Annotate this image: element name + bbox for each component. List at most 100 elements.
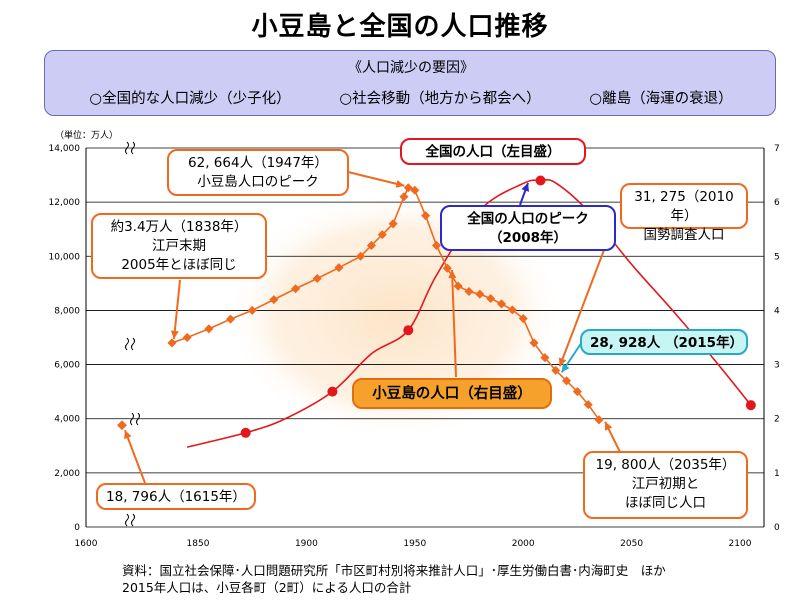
connector-1615 <box>124 429 146 484</box>
break-stroke <box>130 412 134 426</box>
annotation-line: 国勢調査人口 <box>643 227 725 243</box>
point-national <box>535 175 546 186</box>
x-tick-label: 2000 <box>512 539 535 549</box>
axis-break-mark <box>125 141 135 155</box>
point-national <box>240 427 251 438</box>
source-line: 2015年人口は、小豆各町（2町）による人口の合計 <box>122 580 412 595</box>
connector-2010-head <box>558 357 567 367</box>
y-right-tick-label: 3 <box>774 361 780 371</box>
annotation-line: 全国の人口のピーク <box>467 211 589 227</box>
factors-heading: 《人口減少の要因》 <box>348 60 474 76</box>
y-left-tick-label: 6,000 <box>54 361 80 371</box>
point-island <box>247 305 257 315</box>
unit-label: （単位：万人） <box>55 131 119 141</box>
connector-2035-head <box>605 421 613 431</box>
point-island <box>356 251 366 261</box>
point-national <box>745 400 756 411</box>
x-tick-label: 1850 <box>187 539 210 549</box>
break-stroke <box>125 337 129 351</box>
annotation-line: 18, 796人（1615年） <box>106 489 246 505</box>
legend-island: 小豆島の人口（右目盛） <box>352 378 552 409</box>
page-title: 小豆島と全国の人口推移 <box>251 12 549 42</box>
annotation-2015: 28, 928人 （2015年） <box>580 329 748 355</box>
series-label-island: 小豆島の人口（右目盛） <box>372 386 532 402</box>
break-stroke <box>131 513 135 527</box>
y-right-tick-label: 7 <box>774 144 780 154</box>
y-left-tick-label: 12,000 <box>49 198 81 208</box>
point-island <box>225 314 236 324</box>
connector-1838-head <box>170 330 179 339</box>
point-island <box>551 365 561 375</box>
annotation-line: 2005年とほぼ同じ <box>121 257 237 273</box>
connector-1615-head <box>124 430 132 440</box>
source-line: 資料：国立社会保障･人口問題研究所「市区町村別将来推計人口」･厚生労働白書･内海… <box>122 563 666 578</box>
connector-island-legend <box>451 269 457 378</box>
factor-item: ○社会移動（地方から都会へ） <box>339 91 541 107</box>
annotation-2010: 31, 275（2010年） 国勢調査人口 <box>620 183 748 243</box>
x-tick-label: 1950 <box>403 539 426 549</box>
annotation-1838: 約3.4万人（1838年） 江戸末期 2005年とほぼ同じ <box>91 213 267 279</box>
break-stroke <box>131 141 135 155</box>
connector-1838 <box>172 279 181 340</box>
point-national <box>403 325 414 336</box>
y-right-tick-label: 1 <box>774 469 780 479</box>
point-island-1615 <box>117 420 127 431</box>
factor-item: ○離島（海運の衰退） <box>589 91 733 107</box>
x-tick-label: 1600 <box>75 539 98 549</box>
series-line-national <box>186 178 752 448</box>
break-stroke <box>125 141 129 155</box>
annotation-line: 31, 275（2010年） <box>634 189 734 224</box>
annotation-line: ほぼ同じ人口 <box>625 495 706 511</box>
annotation-line: 小豆島人口のピーク <box>197 174 319 190</box>
connector-island-legend-head <box>448 270 457 279</box>
axis-break-mark <box>125 337 135 351</box>
connector-2008-head <box>521 183 530 192</box>
break-stroke <box>125 513 129 527</box>
connector-2015-head <box>561 363 570 373</box>
break-stroke <box>131 337 135 351</box>
background-glow <box>225 190 565 440</box>
annotation-line: 江戸末期 <box>152 238 206 254</box>
factors-list: ○全国的な人口減少（少子化） ○社会移動（地方から都会へ） ○離島（海運の衰退） <box>45 87 777 108</box>
annotation-line: 19, 800人（2035年） <box>595 457 736 473</box>
point-island <box>182 332 192 343</box>
point-island <box>399 192 409 202</box>
y-right-tick-label: 4 <box>774 306 780 316</box>
point-island <box>388 219 398 229</box>
y-right-tick-label: 0 <box>774 523 780 533</box>
y-left-tick-label: 10,000 <box>49 252 81 262</box>
annotation-line: 28, 928人 （2015年） <box>590 335 744 351</box>
x-tick-label: 2100 <box>729 539 752 549</box>
point-national <box>327 386 338 397</box>
point-island <box>410 185 420 195</box>
annotation-line: （2008年） <box>488 230 568 246</box>
y-left-tick-label: 4,000 <box>54 415 80 425</box>
point-island <box>167 338 177 348</box>
annotation-1947-peak: 62, 664人（1947年） 小豆島人口のピーク <box>167 149 349 196</box>
connector-2010 <box>558 228 613 367</box>
point-island <box>204 324 214 334</box>
annotation-1615: 18, 796人（1615年） <box>96 483 256 510</box>
connector-1947-head <box>395 179 405 188</box>
point-island <box>529 338 539 348</box>
y-right-tick-label: 5 <box>774 252 780 262</box>
y-left-tick-label: 2,000 <box>54 469 80 479</box>
annotation-line: 62, 664人（1947年） <box>188 155 328 171</box>
point-island <box>518 314 528 324</box>
point-island <box>572 387 582 397</box>
x-tick-label: 2050 <box>620 539 643 549</box>
series-label-national: 全国の人口（左目盛） <box>425 144 561 160</box>
legend-national: 全国の人口（左目盛） <box>400 138 586 165</box>
y-right-tick-label: 2 <box>774 415 780 425</box>
factor-item: ○全国的な人口減少（少子化） <box>89 91 291 107</box>
annotation-line: 約3.4万人（1838年） <box>110 219 248 235</box>
annotation-2035: 19, 800人（2035年） 江戸初期と ほぼ同じ人口 <box>583 451 748 519</box>
source-note: 資料：国立社会保障･人口問題研究所「市区町村別将来推計人口」･厚生労働白書･内海… <box>122 562 666 596</box>
y-right-tick-label: 6 <box>774 198 780 208</box>
factors-box: 《人口減少の要因》 ○全国的な人口減少（少子化） ○社会移動（地方から都会へ） … <box>44 50 776 116</box>
y-left-tick-label: 8,000 <box>54 306 80 316</box>
annotation-2008-peak: 全国の人口のピーク （2008年） <box>440 205 616 251</box>
y-left-tick-label: 0 <box>74 523 80 533</box>
connector-1947 <box>347 171 405 187</box>
axis-break-mark <box>130 412 140 426</box>
